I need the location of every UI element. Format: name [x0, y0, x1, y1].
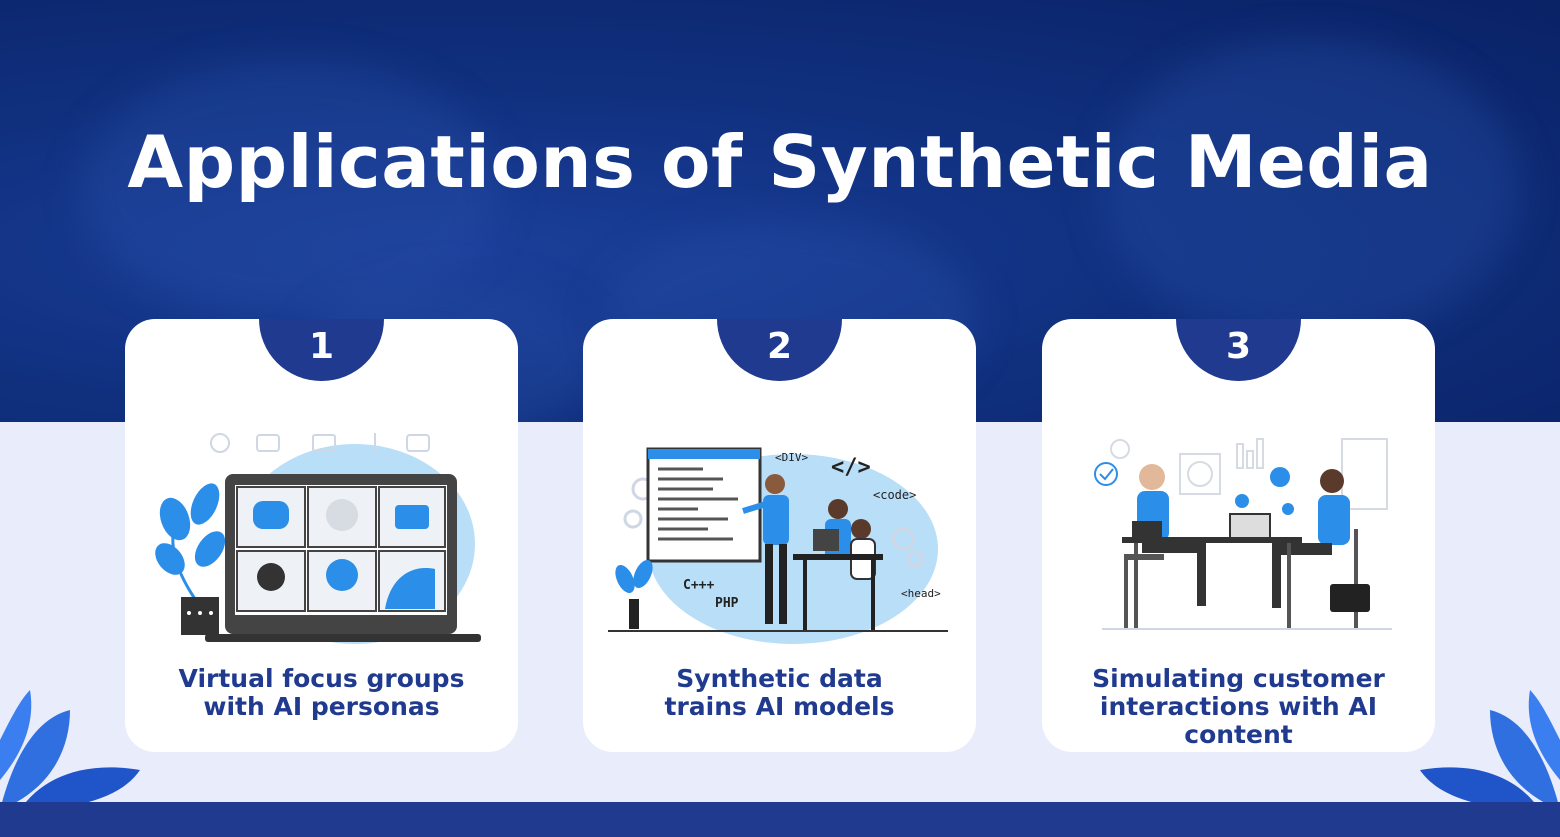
page-title: Applications of Synthetic Media: [127, 120, 1433, 204]
caption-line: Synthetic data: [676, 664, 883, 693]
card-caption: Simulating customer interactions with AI…: [1042, 665, 1435, 749]
card-number-badge: 3: [1176, 319, 1301, 381]
leaf-right-icon: [1420, 690, 1560, 810]
caption-line: trains AI models: [664, 692, 895, 721]
card-3: 3: [1042, 319, 1435, 752]
card-caption: Virtual focus groups with AI personas: [125, 665, 518, 721]
coders-at-desk: [793, 499, 883, 630]
man-person: [1124, 464, 1206, 629]
code-label-code: <code>: [873, 488, 916, 502]
caption-line: Simulating customer: [1092, 664, 1385, 693]
customer-meeting-illustration: [1094, 438, 1392, 630]
plant-icon: [155, 483, 226, 635]
card-caption: Synthetic data trains AI models: [583, 665, 976, 721]
code-label-php: PHP: [715, 596, 739, 611]
leaf-left-icon: [0, 690, 140, 810]
woman-person: [1272, 469, 1370, 629]
caption-line: Virtual focus groups: [178, 664, 465, 693]
bottom-bar: [0, 802, 1560, 837]
card-1: 1: [125, 319, 518, 752]
developers-coding-illustration: <DIV> </> <code> C+++ PHP <head>: [608, 447, 948, 644]
code-label-tag: </>: [831, 455, 871, 480]
video-call-ai-illustration: [155, 433, 481, 644]
card-2: 2: [583, 319, 976, 752]
code-label-head: <head>: [901, 587, 941, 600]
code-label-div: <DIV>: [775, 451, 808, 464]
code-label-cpp: C+++: [683, 578, 714, 593]
presenter-person: [742, 474, 789, 624]
card-number-badge: 1: [259, 319, 384, 381]
caption-line: interactions with AI content: [1099, 692, 1378, 749]
caption-line: with AI personas: [203, 692, 440, 721]
card-number-badge: 2: [717, 319, 842, 381]
plant-icon: [615, 559, 653, 629]
